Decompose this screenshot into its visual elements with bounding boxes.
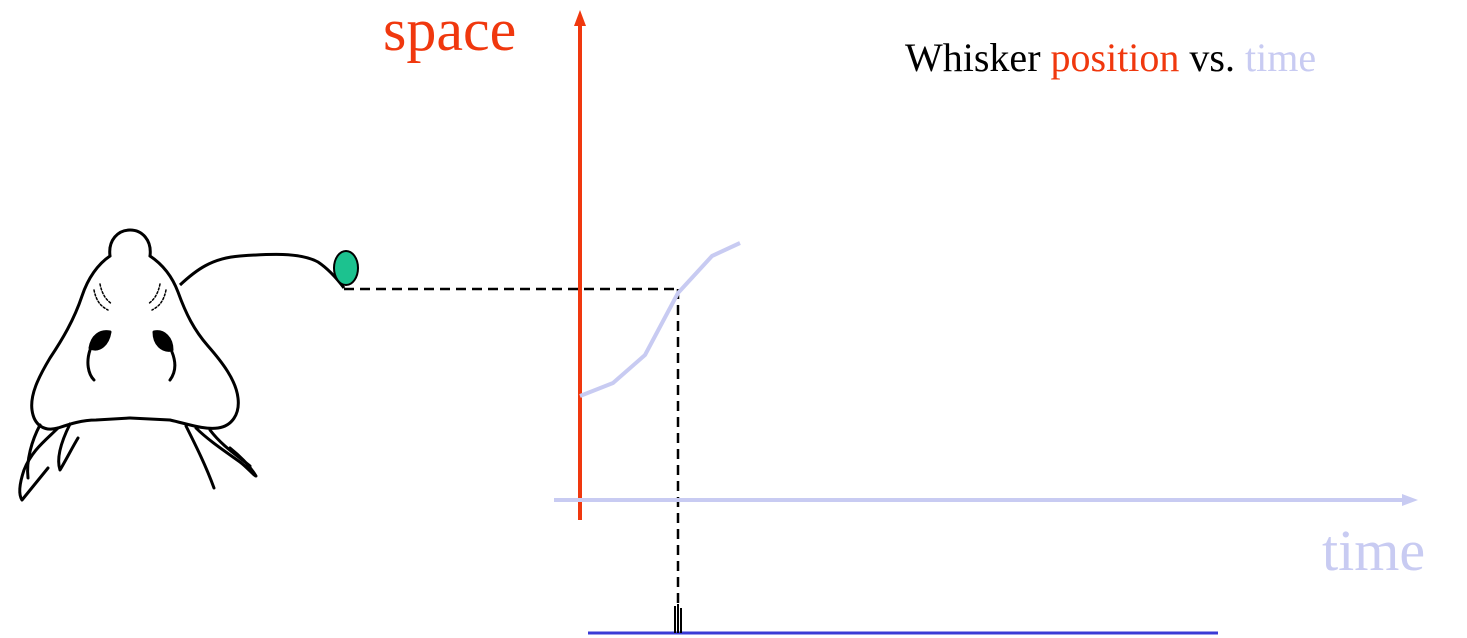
spike-marks [675, 604, 681, 633]
space-axis-label: space [383, 0, 516, 60]
space-axis-arrowhead [574, 10, 586, 26]
time-label-text: time [1322, 518, 1425, 583]
time-axis-arrowhead [1402, 494, 1418, 506]
whisker [180, 254, 344, 288]
position-trace [580, 243, 740, 396]
title-part-vs: vs. [1179, 35, 1245, 80]
whisker-tip-bead [334, 251, 358, 285]
title-part-whisker: Whisker [905, 35, 1051, 80]
title-part-position: position [1051, 35, 1180, 80]
rat-head-drawing [20, 230, 256, 500]
space-label-text: space [383, 0, 516, 63]
title-part-time: time [1245, 35, 1316, 80]
time-axis-label: time [1322, 522, 1425, 580]
diagram-title: Whisker position vs. time [905, 38, 1316, 78]
